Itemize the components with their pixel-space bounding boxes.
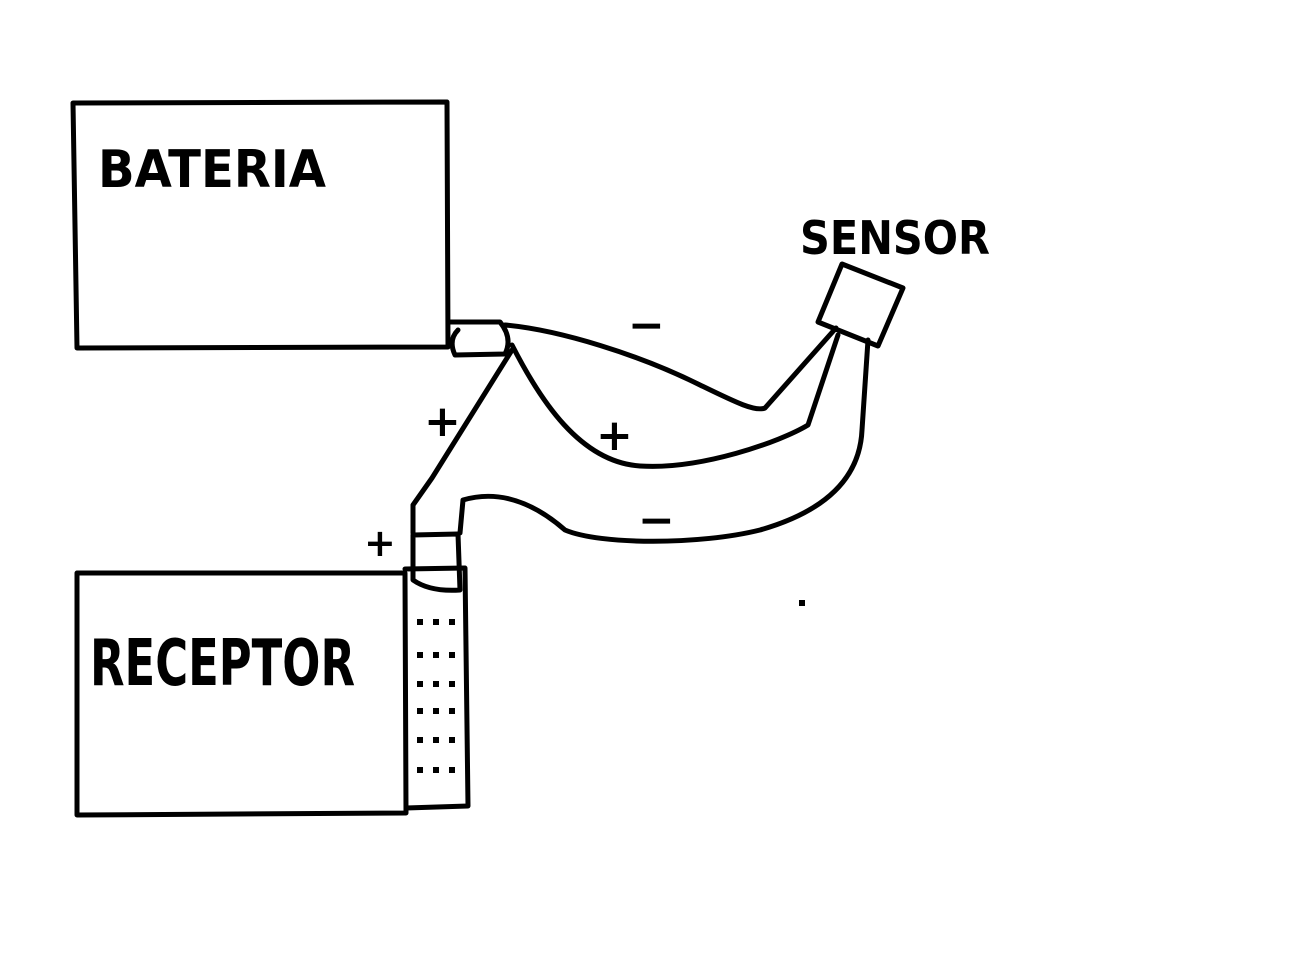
pin-dot: [417, 708, 423, 714]
battery-connector: [446, 319, 511, 358]
polarity-battery-positive: +: [424, 396, 461, 447]
polarity-receiver-negative: −: [638, 495, 675, 546]
receiver-pin-header: [402, 565, 471, 811]
sensor: SENSOR: [800, 211, 990, 349]
polarity-sensor-negative: −: [628, 300, 665, 351]
sensor-body: [815, 261, 906, 349]
wire-sensor-negative: [502, 322, 839, 412]
pin-dot: [417, 681, 423, 687]
battery: BATERIA: [70, 99, 511, 358]
pin-dot: [449, 737, 455, 743]
battery-label: BATERIA: [98, 140, 326, 200]
wire-receiver-positive: [410, 347, 515, 536]
receiver-box: [74, 570, 409, 818]
polarity-sensor-positive: +: [596, 410, 633, 461]
pin-dot: [449, 681, 455, 687]
pin-dot: [433, 767, 439, 773]
receiver-pins: [417, 619, 455, 773]
stray-dot: [799, 600, 805, 606]
pin-dot: [449, 767, 455, 773]
pin-dot: [417, 737, 423, 743]
pin-dot: [417, 652, 423, 658]
pin-dot: [449, 708, 455, 714]
receiver-connector: [410, 531, 463, 593]
pin-dot: [433, 652, 439, 658]
pin-dot: [449, 619, 455, 625]
pin-dot: [417, 619, 423, 625]
pin-dot: [417, 767, 423, 773]
battery-box: [70, 99, 451, 351]
receiver: RECEPTOR: [74, 531, 471, 818]
polarity-receiver-positive: +: [364, 521, 396, 565]
receiver-label: RECEPTOR: [90, 627, 355, 701]
pin-dot: [433, 681, 439, 687]
sensor-label: SENSOR: [800, 211, 990, 265]
pin-dot: [433, 708, 439, 714]
pin-dot: [433, 737, 439, 743]
wire-receiver-negative: [457, 337, 871, 544]
pin-dot: [449, 652, 455, 658]
wire-sensor-positive: [509, 332, 841, 469]
pin-dot: [433, 619, 439, 625]
